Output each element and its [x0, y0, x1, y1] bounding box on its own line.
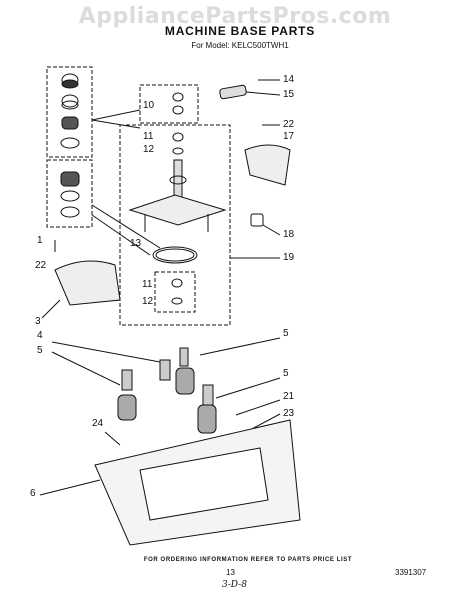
transmission-detail-box	[119, 124, 231, 326]
callout-17: 17	[283, 131, 295, 142]
handwritten-mark: 3-D-8	[222, 580, 247, 590]
callout-1: 1	[37, 235, 43, 246]
callout-11-upper: 11	[143, 131, 154, 142]
callout-18: 18	[283, 229, 295, 240]
callout-13: 13	[130, 238, 142, 249]
callout-12-lower: 12	[142, 296, 154, 307]
bearing-detail-box-upper	[46, 66, 93, 158]
callout-10: 10	[143, 100, 155, 111]
document-number: 3391307	[395, 568, 427, 577]
callout-22-upper: 22	[283, 119, 295, 130]
model-subtitle: For Model: KELC500TWH1	[191, 41, 289, 50]
callout-3: 3	[35, 316, 41, 327]
callout-6: 6	[30, 488, 36, 499]
callout-14: 14	[283, 74, 295, 85]
callout-11-lower: 11	[142, 279, 153, 290]
ordering-note: FOR ORDERING INFORMATION REFER TO PARTS …	[143, 557, 353, 563]
callout-4: 4	[37, 330, 43, 341]
callout-5-right-top: 5	[283, 328, 289, 339]
callout-23: 23	[283, 408, 295, 419]
callout-24: 24	[92, 418, 104, 429]
page-number: 13	[226, 568, 235, 577]
callout-19: 19	[283, 252, 295, 263]
page-title: MACHINE BASE PARTS	[164, 24, 316, 38]
callout-21: 21	[283, 391, 295, 402]
callout-5-left: 5	[37, 345, 43, 356]
callout-22-lower: 22	[35, 260, 47, 271]
seal-detail-box-lower	[46, 159, 93, 228]
callout-5-right-mid: 5	[283, 368, 289, 379]
watermark: AppliancePartsPros.com	[78, 4, 392, 29]
callout-12-upper: 12	[143, 144, 155, 155]
callout-15: 15	[283, 89, 295, 100]
